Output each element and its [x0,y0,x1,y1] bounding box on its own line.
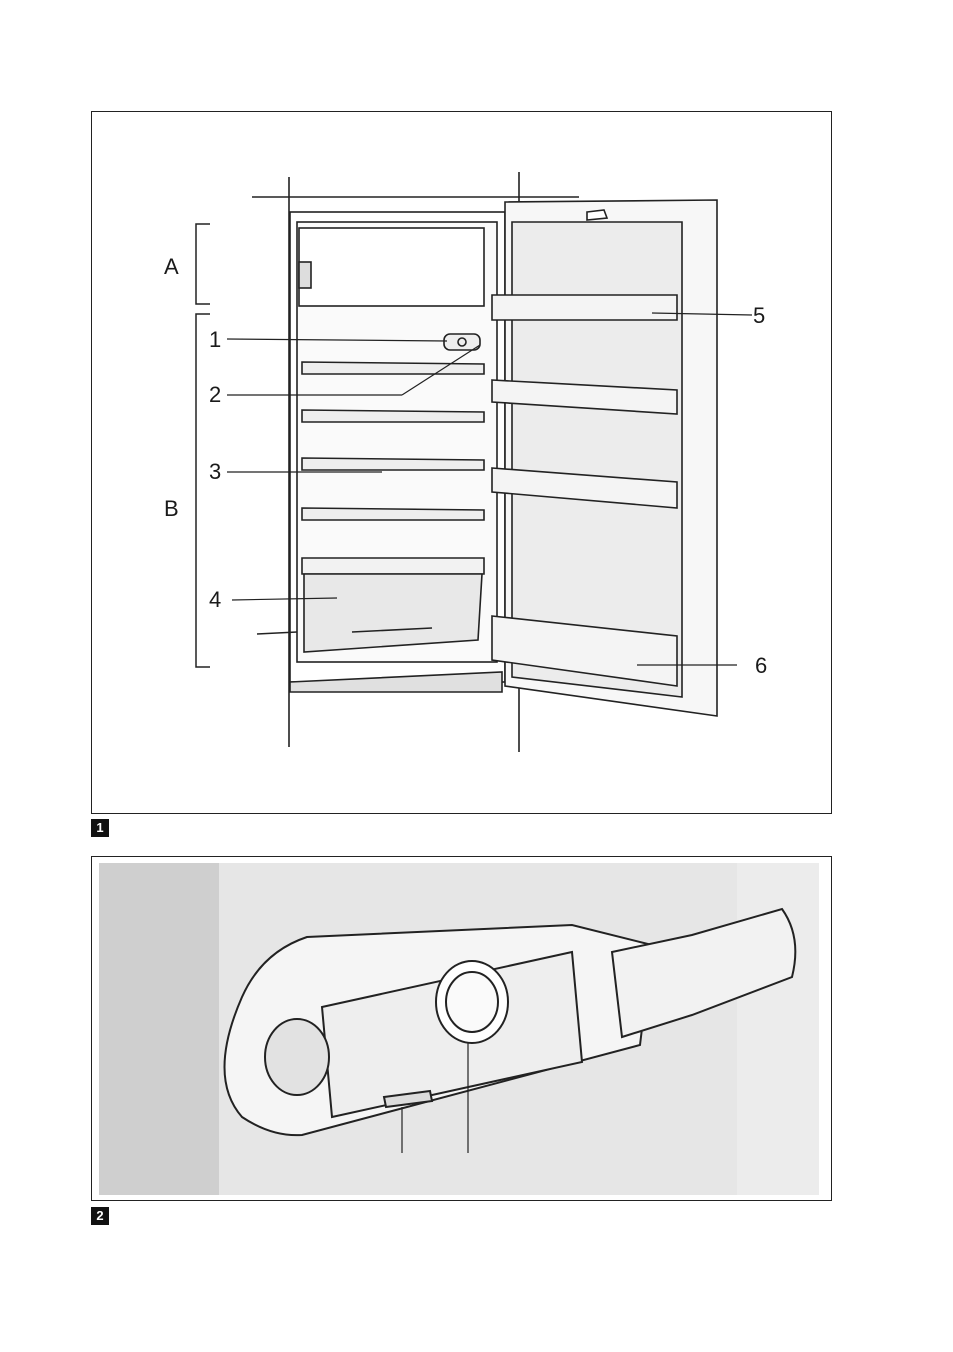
figure-1-frame: A B 1 2 3 4 5 6 [91,111,832,814]
thermostat-closeup [92,857,833,1202]
door-top-grip [587,210,607,220]
freezer-handle [299,262,311,288]
figure-1-number: 1 [91,819,109,837]
figure-2-frame [91,856,832,1201]
fridge-diagram: A B 1 2 3 4 5 6 [92,112,833,815]
vegetable-drawer [304,574,482,652]
thermostat-housing [444,334,480,350]
shelf-1 [302,362,484,374]
shelf-2 [302,410,484,422]
figure-2-number: 2 [91,1207,109,1225]
fridge-base [290,672,502,692]
callout-4: 4 [209,587,221,612]
callout-3: 3 [209,459,221,484]
callout-2: 2 [209,382,221,407]
shelf-3 [302,458,484,470]
dial-face [446,972,498,1032]
bracket-a [196,224,210,304]
shelf-4 [302,508,484,520]
bracket-b [196,314,210,667]
door-shelf-1 [492,295,677,320]
side-wall-shade [99,863,219,1195]
crisper-cover [302,558,484,574]
callout-5: 5 [753,303,765,328]
freezer-compartment [299,228,484,306]
zone-label-a: A [164,254,179,279]
callout-1: 1 [209,327,221,352]
callout-6: 6 [755,653,767,678]
lamp-bulb [265,1019,329,1095]
niche-side-edge [257,632,297,634]
zone-label-b: B [164,496,179,521]
